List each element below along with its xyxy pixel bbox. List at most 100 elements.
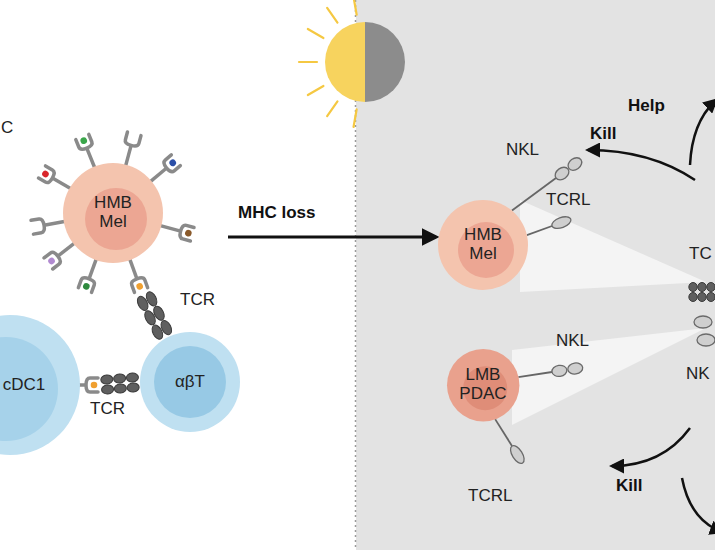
illustration-part (52, 178, 71, 189)
illustration-part (44, 251, 62, 269)
illustration-part (143, 309, 158, 327)
illustration-part (159, 225, 180, 231)
beam (512, 328, 706, 425)
label: TC (689, 244, 712, 264)
illustration-part (698, 283, 706, 292)
illustration-part (124, 132, 141, 147)
cell: HMB Mel (63, 163, 163, 263)
illustration-part (550, 214, 572, 230)
illustration-part (130, 276, 147, 292)
illustration-part (86, 378, 98, 392)
label: TCR (180, 290, 215, 310)
illustration-part (518, 372, 552, 377)
mhc-loss-arrow (228, 236, 436, 239)
nucleus (458, 222, 514, 278)
cell-label: LMB PDAC (458, 366, 508, 403)
illustration-part (698, 293, 706, 302)
illustration-part (508, 443, 527, 465)
sun-night (365, 22, 405, 102)
nucleus (85, 188, 147, 250)
illustration-part (168, 158, 177, 167)
label: MHC loss (238, 203, 315, 223)
illustration-part (135, 295, 150, 313)
illustration-part (162, 155, 180, 173)
illustration-part (123, 256, 148, 293)
illustration-part (354, 0, 357, 15)
illustration-part (135, 290, 174, 341)
illustration-part (299, 61, 317, 63)
illustration-part (31, 218, 45, 234)
illustration-part (150, 323, 165, 341)
illustration-part (327, 8, 337, 23)
illustration-part (127, 383, 140, 393)
label: C (1, 118, 13, 138)
label: Kill (616, 476, 642, 496)
illustration-part (38, 166, 55, 184)
label: Kill (590, 124, 616, 144)
illustration-part (78, 276, 95, 292)
nucleus (154, 346, 226, 418)
illustration-part (76, 134, 93, 150)
illustration-part (91, 382, 98, 389)
illustration-part (79, 136, 88, 145)
label: Help (628, 96, 665, 116)
label: NK (686, 364, 710, 384)
cell-body (0, 315, 80, 455)
illustration-part (184, 229, 192, 237)
illustration-part (113, 374, 126, 384)
cell-body (140, 332, 240, 432)
molecules (31, 132, 715, 466)
beam (520, 200, 706, 292)
cell-body (63, 163, 163, 263)
illustration-part (47, 256, 56, 265)
illustration-part (495, 419, 512, 446)
illustration-part (707, 283, 715, 292)
nucleus (0, 337, 58, 441)
label: NKL (506, 140, 539, 160)
illustration-part (100, 373, 139, 395)
kill-arrow (612, 428, 690, 466)
illustration-part (354, 109, 357, 127)
cell-label: αβT (175, 373, 205, 392)
illustration-part (87, 148, 95, 168)
label: TCRL (468, 486, 512, 506)
cell-body (438, 200, 528, 290)
cell-label: cDC1 (3, 376, 46, 395)
illustration-part (129, 258, 137, 279)
illustration-part (525, 214, 572, 239)
kill-arrow (588, 150, 695, 180)
illustration-part (518, 362, 584, 383)
illustration-part (82, 282, 90, 290)
illustration-part (697, 334, 715, 346)
illustration-part (78, 256, 103, 293)
sun-day (325, 22, 365, 102)
illustration-part (125, 145, 131, 166)
illustration-part (308, 29, 324, 38)
illustration-part (308, 86, 324, 95)
illustration-part (689, 293, 697, 302)
illustration-part (527, 226, 552, 235)
illustration-part (100, 375, 113, 385)
illustration-part (78, 378, 98, 392)
illustration-part (89, 258, 97, 279)
cell: LMB PDAC (447, 349, 519, 421)
illustration-part (689, 283, 697, 292)
cell: HMB Mel (438, 200, 528, 290)
illustration-part (551, 364, 567, 377)
illustration-part (101, 385, 114, 395)
help-arrow (682, 478, 715, 532)
label: TCRL (546, 190, 590, 210)
cell-label: HMB Mel (460, 226, 506, 263)
illustration-part (41, 169, 50, 178)
illustration-part (150, 168, 167, 182)
illustration-part (126, 373, 139, 383)
illustration-part (114, 384, 127, 394)
illustration-part (567, 362, 583, 375)
label: NKL (556, 331, 589, 351)
illustration-part (119, 132, 141, 168)
cell: αβT (140, 332, 240, 432)
illustration-part (44, 221, 66, 225)
illustration-part (689, 283, 715, 302)
cell-label: HMB Mel (90, 194, 136, 231)
